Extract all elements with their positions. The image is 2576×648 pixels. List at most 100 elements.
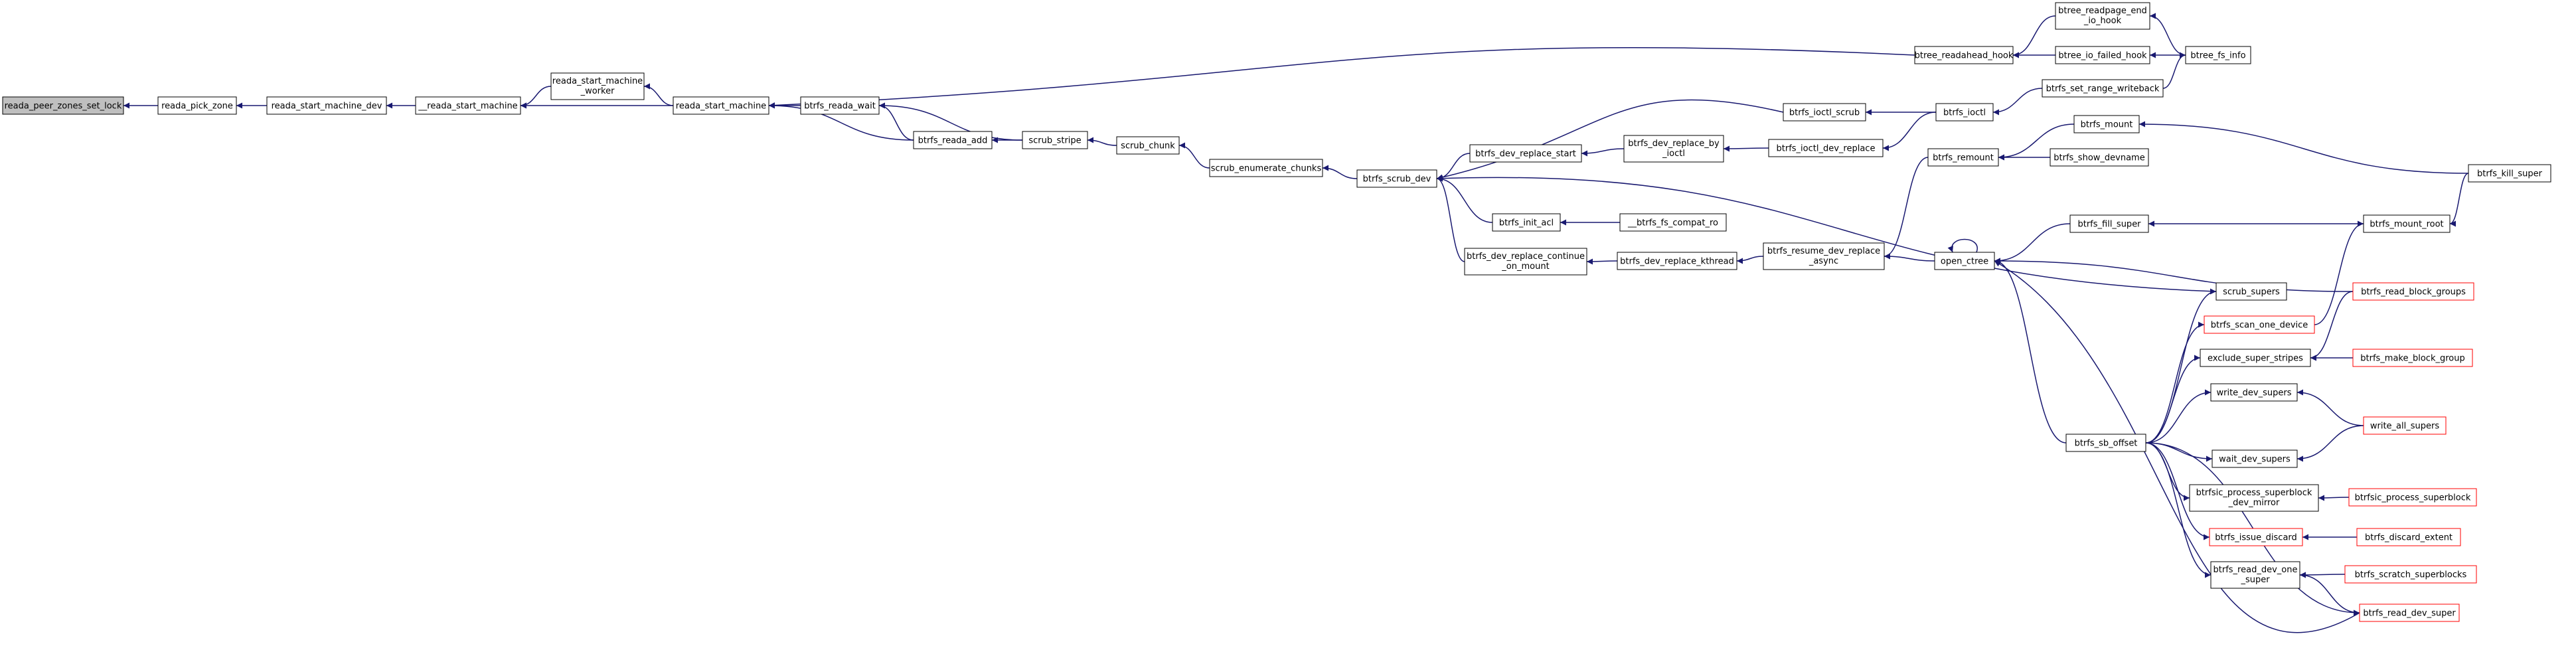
node-btrfs_reada_add[interactable]: btrfs_reada_add	[913, 131, 993, 149]
node-btrfs_mount[interactable]: btrfs_mount	[2073, 115, 2140, 133]
node-btrfs_sb_offset[interactable]: btrfs_sb_offset	[2065, 434, 2146, 452]
node-btrfs_init_acl[interactable]: btrfs_init_acl	[1492, 213, 1561, 232]
node-btrfsic_process_superblock_dev_mirror[interactable]: btrfsic_process_superblock_dev_mirror	[2189, 484, 2319, 512]
node-label: btrfs_scrub_dev	[1363, 175, 1431, 185]
node-btrfs_make_block_group[interactable]: btrfs_make_block_group	[2352, 349, 2473, 367]
node-btrfs_show_devname[interactable]: btrfs_show_devname	[2050, 148, 2149, 167]
edge-scrub_chunk-to-scrub_stripe	[1087, 137, 1117, 146]
node-box	[1934, 252, 1995, 270]
node-label: write_dev_supers	[2216, 388, 2291, 398]
node-open_ctree[interactable]: open_ctree	[1934, 252, 1995, 270]
node-btrfs_ioctl_dev_replace[interactable]: btrfs_ioctl_dev_replace	[1768, 139, 1884, 157]
node-btree_readpage_end_io_hook[interactable]: btree_readpage_end_io_hook	[2055, 2, 2150, 30]
node-box	[2352, 349, 2473, 367]
node-box	[1617, 252, 1737, 270]
node-btrfs_fill_super[interactable]: btrfs_fill_super	[2069, 214, 2149, 233]
node-btree_fs_info[interactable]: btree_fs_info	[2185, 46, 2251, 64]
node-write_dev_supers[interactable]: write_dev_supers	[2210, 383, 2298, 402]
node-box	[266, 96, 387, 115]
node-btrfs_remount[interactable]: btrfs_remount	[1927, 148, 1999, 167]
edge-open_ctree-to-btrfs_resume_dev_replace_async	[1884, 253, 1935, 262]
node-__btrfs_fs_compat_ro[interactable]: __btrfs_fs_compat_ro	[1619, 213, 1727, 232]
node-btree_readahead_hook[interactable]: btree_readahead_hook	[1914, 46, 2014, 64]
node-box	[2200, 349, 2311, 367]
node-btrfsic_process_superblock[interactable]: btrfsic_process_superblock	[2348, 488, 2477, 507]
node-reada_pick_zone[interactable]: reada_pick_zone	[157, 96, 237, 115]
node-btrfs_issue_discard[interactable]: btrfs_issue_discard	[2209, 528, 2303, 546]
node-label: wait_dev_supers	[2219, 455, 2291, 465]
node-label: btrfs_init_acl	[1499, 218, 1554, 228]
node-label: _super	[2240, 575, 2270, 585]
node-box	[2050, 148, 2149, 167]
node-label: scrub_chunk	[1121, 141, 1175, 151]
node-scrub_supers[interactable]: scrub_supers	[2215, 282, 2287, 301]
node-write_all_supers[interactable]: write_all_supers	[2363, 416, 2447, 435]
node-label: btrfs_make_block_group	[2360, 354, 2465, 364]
node-label: btrfs_ioctl_dev_replace	[1777, 144, 1876, 154]
edge-write_all_supers-to-wait_dev_supers	[2296, 425, 2364, 462]
node-scrub_enumerate_chunks[interactable]: scrub_enumerate_chunks	[1209, 159, 1323, 177]
node-exclude_super_stripes[interactable]: exclude_super_stripes	[2200, 349, 2311, 367]
node-btrfs_dev_replace_continue_on_mount[interactable]: btrfs_dev_replace_continue_on_mount	[1464, 248, 1587, 276]
node-__reada_start_machine[interactable]: __reada_start_machine	[415, 96, 521, 115]
node-btrfs_read_block_groups[interactable]: btrfs_read_block_groups	[2352, 282, 2474, 301]
node-label: btrfs_scan_one_device	[2211, 321, 2308, 331]
node-box	[2069, 214, 2149, 233]
node-btrfs_read_dev_super[interactable]: btrfs_read_dev_super	[2359, 604, 2460, 622]
node-wait_dev_supers[interactable]: wait_dev_supers	[2212, 449, 2298, 468]
node-label: btrfs_reada_wait	[804, 102, 876, 112]
node-reada_start_machine[interactable]: reada_start_machine	[673, 96, 769, 115]
edge-btrfs_sb_offset-to-btrfs_read_dev_one_super	[2145, 442, 2212, 578]
node-btrfs_scratch_superblocks[interactable]: btrfs_scratch_superblocks	[2344, 565, 2477, 584]
edge-btrfs_set_range_writeback-to-btrfs_ioctl	[1992, 88, 2043, 116]
node-btrfs_scrub_dev[interactable]: btrfs_scrub_dev	[1356, 169, 1437, 188]
edge-btrfs_ioctl-to-btrfs_ioctl_dev_replace	[1882, 112, 1937, 151]
node-btrfs_ioctl[interactable]: btrfs_ioctl	[1935, 103, 1994, 121]
node-btrfs_set_range_writeback[interactable]: btrfs_set_range_writeback	[2042, 79, 2164, 98]
node-label: write_all_supers	[2370, 422, 2439, 432]
node-label: _ioctl	[1662, 149, 1685, 159]
node-label: btrfs_read_dev_super	[2363, 609, 2456, 619]
edge-write_all_supers-to-write_dev_supers	[2296, 389, 2364, 426]
node-btrfs_dev_replace_kthread[interactable]: btrfs_dev_replace_kthread	[1617, 252, 1737, 270]
node-scrub_stripe[interactable]: scrub_stripe	[1022, 131, 1088, 149]
node-label: btrfs_issue_discard	[2215, 533, 2297, 543]
node-label: _dev_mirror	[2228, 498, 2280, 508]
node-btrfs_read_dev_one_super[interactable]: btrfs_read_dev_one_super	[2210, 561, 2300, 589]
node-reada_start_machine_dev[interactable]: reada_start_machine_dev	[266, 96, 387, 115]
node-label: scrub_enumerate_chunks	[1211, 164, 1322, 174]
node-btrfs_kill_super[interactable]: btrfs_kill_super	[2468, 164, 2551, 183]
node-label: reada_pick_zone	[161, 102, 233, 112]
edge-btrfs_sb_offset-to-btrfs_issue_discard	[2145, 442, 2210, 540]
node-box	[2363, 214, 2451, 233]
node-label: btrfs_set_range_writeback	[2046, 84, 2160, 94]
node-btrfs_dev_replace_by_ioctl[interactable]: btrfs_dev_replace_by_ioctl	[1623, 135, 1724, 163]
edge-btrfs_set_range_writeback-to-btree_fs_info	[2162, 52, 2186, 89]
node-box	[2055, 2, 2150, 30]
node-label: btrfs_dev_replace_start	[1475, 149, 1576, 159]
edge-open_ctree-to-open_ctree	[1947, 238, 1978, 253]
node-label: btrfs_resume_dev_replace	[1767, 246, 1880, 256]
edge-btrfs_remount-to-btrfs_resume_dev_replace_async	[1884, 157, 1929, 260]
edge-btree_readpage_end_io_hook-to-btree_readahead_hook	[2012, 15, 2056, 58]
node-btree_io_failed_hook[interactable]: btree_io_failed_hook	[2055, 46, 2150, 64]
call-nodes: reada_peer_zones_set_lock reada_pick_zone…	[2, 2, 2551, 622]
node-btrfs_reada_wait[interactable]: btrfs_reada_wait	[800, 96, 880, 115]
node-btrfs_mount_root[interactable]: btrfs_mount_root	[2363, 214, 2451, 233]
node-box	[2359, 604, 2460, 622]
node-label: btrfs_fill_super	[2077, 220, 2141, 230]
node-btrfs_ioctl_scrub[interactable]: btrfs_ioctl_scrub	[1783, 103, 1866, 121]
node-label: scrub_supers	[2223, 287, 2280, 297]
node-btrfs_discard_extent[interactable]: btrfs_discard_extent	[2356, 528, 2461, 546]
node-box	[1763, 242, 1885, 270]
node-btrfs_resume_dev_replace_async[interactable]: btrfs_resume_dev_replace_async	[1763, 242, 1885, 270]
node-scrub_chunk[interactable]: scrub_chunk	[1116, 136, 1180, 155]
node-reada_peer_zones_set_lock[interactable]: reada_peer_zones_set_lock	[2, 96, 124, 115]
node-btrfs_scan_one_device[interactable]: btrfs_scan_one_device	[2204, 315, 2315, 334]
node-btrfs_dev_replace_start[interactable]: btrfs_dev_replace_start	[1469, 144, 1582, 163]
node-reada_start_machine_worker[interactable]: reada_start_machine_worker	[550, 72, 645, 100]
node-box	[550, 72, 645, 100]
node-box	[2468, 164, 2551, 183]
node-label: _worker	[580, 86, 615, 96]
node-label: btrfs_dev_replace_by	[1628, 139, 1720, 149]
